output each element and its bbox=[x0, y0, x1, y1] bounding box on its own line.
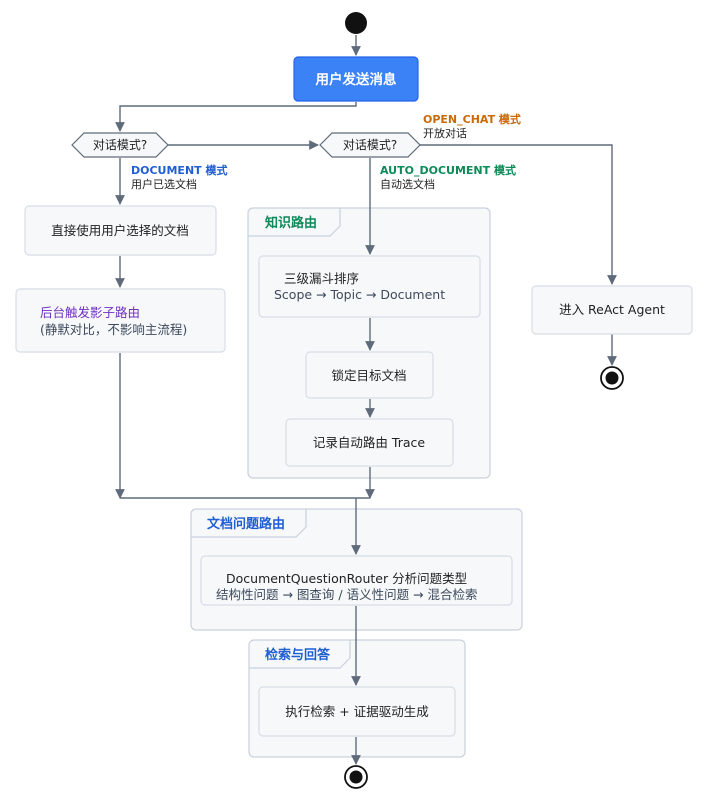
execute-label: 执行检索 + 证据驱动生成 bbox=[285, 704, 428, 719]
record-trace-label: 记录自动路由 Trace bbox=[313, 435, 425, 450]
direct-use-label: 直接使用用户选择的文档 bbox=[51, 223, 189, 238]
shadow-route-line1: 后台触发影子路由 bbox=[40, 305, 140, 320]
edge-sublabel-open-chat: 开放对话 bbox=[423, 126, 467, 140]
node-record-trace: 记录自动路由 Trace bbox=[285, 418, 454, 467]
edge-label-auto-document: AUTO_DOCUMENT 模式 bbox=[380, 163, 516, 177]
node-react-agent: 进入 ReAct Agent bbox=[531, 285, 693, 335]
end-node-main bbox=[344, 765, 368, 789]
shadow-route-line2: (静默对比，不影响主流程) bbox=[40, 322, 187, 337]
edge-label-open-chat: OPEN_CHAT 模式 bbox=[423, 112, 521, 126]
node-direct-use: 直接使用用户选择的文档 bbox=[24, 205, 217, 256]
react-agent-label: 进入 ReAct Agent bbox=[559, 302, 665, 317]
decision-left: 对话模式? bbox=[71, 132, 169, 158]
node-execute: 执行检索 + 证据驱动生成 bbox=[258, 686, 456, 737]
edge-sublabel-auto-document: 自动选文档 bbox=[380, 177, 435, 191]
node-lock-target: 锁定目标文档 bbox=[305, 351, 434, 399]
decision-left-label: 对话模式? bbox=[93, 138, 147, 152]
decision-right: 对话模式? bbox=[319, 132, 421, 158]
question-router-line1: DocumentQuestionRouter 分析问题类型 bbox=[226, 571, 467, 586]
question-router-line2: 结构性问题 → 图查询 / 语义性问题 → 混合检索 bbox=[216, 587, 478, 602]
group-title-doc-question-route: 文档问题路由 bbox=[207, 516, 285, 532]
edge-open-chat-to-react bbox=[420, 144, 617, 285]
start-node bbox=[345, 12, 367, 34]
edge-message-to-left-decision bbox=[115, 102, 357, 132]
edge-label-document: DOCUMENT 模式 bbox=[131, 163, 228, 177]
group-title-retrieval-answer: 检索与回答 bbox=[265, 647, 331, 663]
lock-target-label: 锁定目标文档 bbox=[331, 368, 406, 383]
three-level-line1: 三级漏斗排序 bbox=[284, 271, 359, 286]
decision-right-label: 对话模式? bbox=[343, 138, 397, 152]
connectors bbox=[115, 35, 617, 765]
end-node-react bbox=[600, 366, 624, 390]
three-level-line2: Scope → Topic → Document bbox=[274, 287, 445, 302]
edge-sublabel-document: 用户已选文档 bbox=[131, 177, 197, 191]
user-message-label: 用户发送消息 bbox=[316, 71, 397, 88]
node-question-router: DocumentQuestionRouter 分析问题类型 结构性问题 → 图查… bbox=[200, 555, 513, 606]
node-three-level: 三级漏斗排序 Scope → Topic → Document bbox=[258, 255, 481, 318]
node-shadow-route: 后台触发影子路由 (静默对比，不影响主流程) bbox=[15, 288, 226, 353]
node-user-message: 用户发送消息 bbox=[293, 56, 419, 102]
group-title-knowledge-route: 知识路由 bbox=[265, 215, 317, 231]
